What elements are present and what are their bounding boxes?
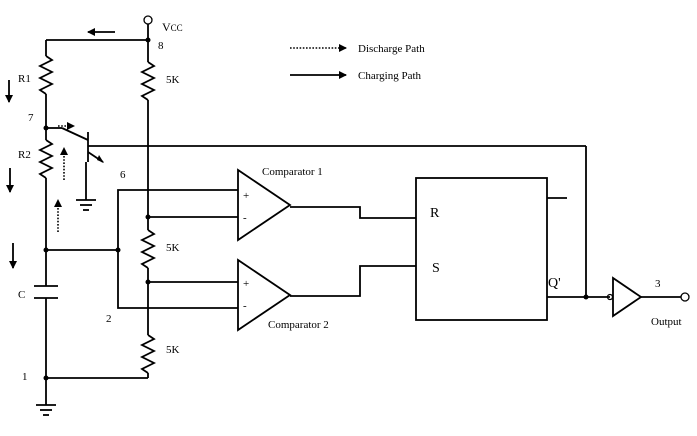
- flip-flop: [415, 177, 548, 321]
- capacitor-label: C: [18, 289, 25, 301]
- transistor-emitter-arrow: [97, 155, 104, 163]
- pin-3-label: 3: [655, 278, 661, 290]
- comparator-1: [237, 168, 292, 242]
- r2-resistor: [37, 139, 55, 179]
- junction-qbar: [583, 294, 589, 300]
- trigger-wire: [117, 250, 238, 309]
- pin-2-label: 2: [106, 313, 112, 325]
- vcc-label: VCC: [162, 20, 183, 34]
- pin-6-label: 6: [120, 169, 126, 181]
- flipflop-qbar-label: Q': [548, 276, 561, 291]
- threshold-wire: [117, 189, 238, 250]
- pin-7-label: 7: [28, 112, 34, 124]
- divider-r-top-label: 5K: [166, 74, 180, 86]
- divider-r-bot: [139, 334, 157, 374]
- r2-label: R2: [18, 149, 31, 161]
- divider-r-top: [139, 61, 157, 101]
- pin-8-label: 8: [158, 40, 164, 52]
- comp2-to-s: [290, 265, 416, 297]
- comparator-2-label: Comparator 2: [268, 319, 329, 331]
- comparator-1-label: Comparator 1: [262, 166, 323, 178]
- comparator-1-plus: +: [243, 190, 249, 202]
- output-terminal: [680, 292, 690, 302]
- divider-r-mid-label: 5K: [166, 242, 180, 254]
- pin-1-label: 1: [22, 371, 28, 383]
- comparator-2: [237, 258, 292, 332]
- comp1-to-r: [290, 206, 416, 219]
- legend-discharge-label: Discharge Path: [358, 43, 425, 55]
- r1-resistor: [37, 55, 55, 95]
- r1-label: R1: [18, 73, 31, 85]
- divider-r-bot-label: 5K: [166, 344, 180, 356]
- comparator-1-minus: -: [243, 212, 247, 224]
- comparator-2-minus: -: [243, 300, 247, 312]
- output-label: Output: [651, 316, 682, 328]
- flipflop-r-label: R: [430, 206, 440, 221]
- transistor-collector: [61, 127, 89, 141]
- legend-charging-label: Charging Path: [358, 70, 422, 82]
- vcc-terminal: [143, 15, 153, 25]
- flipflop-s-label: S: [432, 261, 440, 276]
- output-inverter: [612, 276, 643, 318]
- comparator-2-plus: +: [243, 278, 249, 290]
- divider-r-mid: [139, 229, 157, 269]
